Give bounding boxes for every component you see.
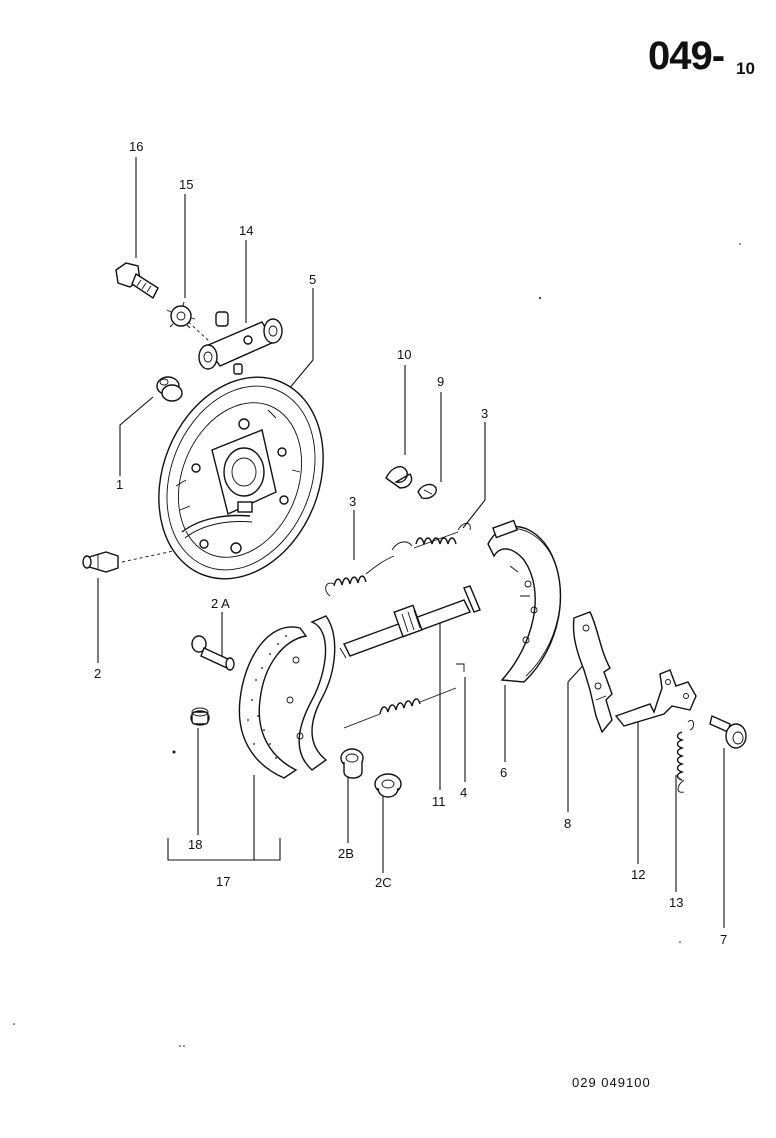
cup-2b xyxy=(340,748,364,779)
page-number: 049- xyxy=(648,34,725,78)
brake-shoe-6 xyxy=(487,519,562,683)
lever-12 xyxy=(614,669,697,727)
callout-5: 5 xyxy=(309,272,316,287)
callout-12: 12 xyxy=(631,867,645,882)
callout-13: 13 xyxy=(669,895,683,910)
callout-1: 1 xyxy=(116,477,123,492)
callout-3-left: 3 xyxy=(349,494,356,509)
cup-2c xyxy=(374,773,402,798)
callout-numbers: 16 15 14 5 1 2 10 9 3 3 2 A 18 17 2B 2C … xyxy=(94,139,727,947)
callout-2: 2 xyxy=(94,666,101,681)
wheel-cylinder-14 xyxy=(198,311,283,375)
spring-3-upper xyxy=(391,522,471,551)
callout-8: 8 xyxy=(564,816,571,831)
backing-plate-5 xyxy=(158,376,324,580)
callout-3-right: 3 xyxy=(481,406,488,421)
spring-3-lower xyxy=(325,555,395,597)
callout-6: 6 xyxy=(500,765,507,780)
spring-4 xyxy=(343,663,465,729)
drawing-reference-number: 029 049100 xyxy=(572,1075,651,1090)
callout-17: 17 xyxy=(216,874,230,889)
callout-11: 11 xyxy=(432,794,446,809)
pin-2 xyxy=(82,551,119,573)
clip-10 xyxy=(385,466,413,489)
page-sub-number: 10 xyxy=(736,59,755,78)
adjuster-11 xyxy=(339,585,481,659)
callout-7: 7 xyxy=(720,932,727,947)
rubber-plug-1 xyxy=(156,376,183,402)
clip-9 xyxy=(417,483,437,500)
callout-14: 14 xyxy=(239,223,253,238)
callout-16: 16 xyxy=(129,139,143,154)
spring-13 xyxy=(676,719,695,793)
callout-4: 4 xyxy=(460,785,467,800)
callout-2a: 2 A xyxy=(211,596,230,611)
callout-10: 10 xyxy=(397,347,411,362)
lining-texture xyxy=(247,635,287,759)
pin-2a xyxy=(191,635,235,671)
leader-lines xyxy=(97,157,725,928)
callout-18: 18 xyxy=(188,837,202,852)
lever-8 xyxy=(572,611,613,734)
callout-2c: 2C xyxy=(375,875,392,890)
brake-shoe-17 xyxy=(238,615,336,779)
callout-2b: 2B xyxy=(338,846,354,861)
bolt-7 xyxy=(709,715,747,749)
bolt-16 xyxy=(115,262,159,300)
callout-9: 9 xyxy=(437,374,444,389)
pin-18 xyxy=(190,707,210,726)
callout-15: 15 xyxy=(179,177,193,192)
lock-washer-15 xyxy=(166,301,196,329)
scan-specks xyxy=(13,243,741,1047)
